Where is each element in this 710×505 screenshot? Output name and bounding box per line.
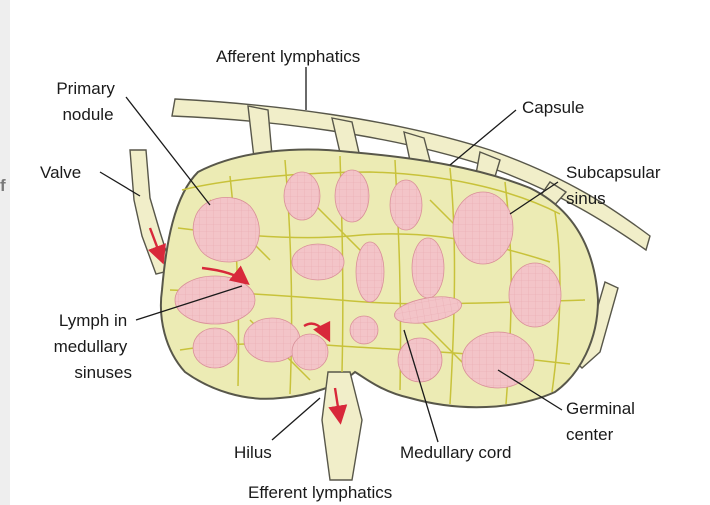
hilus-label: Hilus [234,443,272,462]
lymph-node-diagram: Afferent lymphatics Primary nodule Capsu… [10,0,710,505]
primary-nodule [193,197,259,262]
edge-glyph: f [0,176,10,196]
nodule [292,334,328,370]
nodule [390,180,422,230]
lymph-in-medullary-sinuses-label: Lymph in medullary sinuses [54,311,132,382]
nodule [244,318,300,362]
nodule [509,263,561,327]
nodule [412,238,444,298]
germinal-center-label: Germinal center [566,399,640,444]
germinal-center [462,332,534,388]
afferent-lymphatics-label: Afferent lymphatics [216,47,360,66]
nodule [398,338,442,382]
nodule [350,316,378,344]
hilus-stem [322,372,362,480]
valve-label: Valve [40,163,81,182]
medullary-cord-label: Medullary cord [400,443,512,462]
nodule [335,170,369,222]
nodule [175,276,255,324]
nodule [356,242,384,302]
nodule [292,244,344,280]
efferent-lymphatics-label: Efferent lymphatics [248,483,392,502]
nodule [453,192,513,264]
nodule [193,328,237,368]
capsule-label: Capsule [522,98,584,117]
primary-nodule-label: Primary nodule [56,79,119,124]
nodule [284,172,320,220]
subcapsular-sinus-label: Subcapsular sinus [566,163,665,208]
diagram-svg: Afferent lymphatics Primary nodule Capsu… [10,0,710,505]
